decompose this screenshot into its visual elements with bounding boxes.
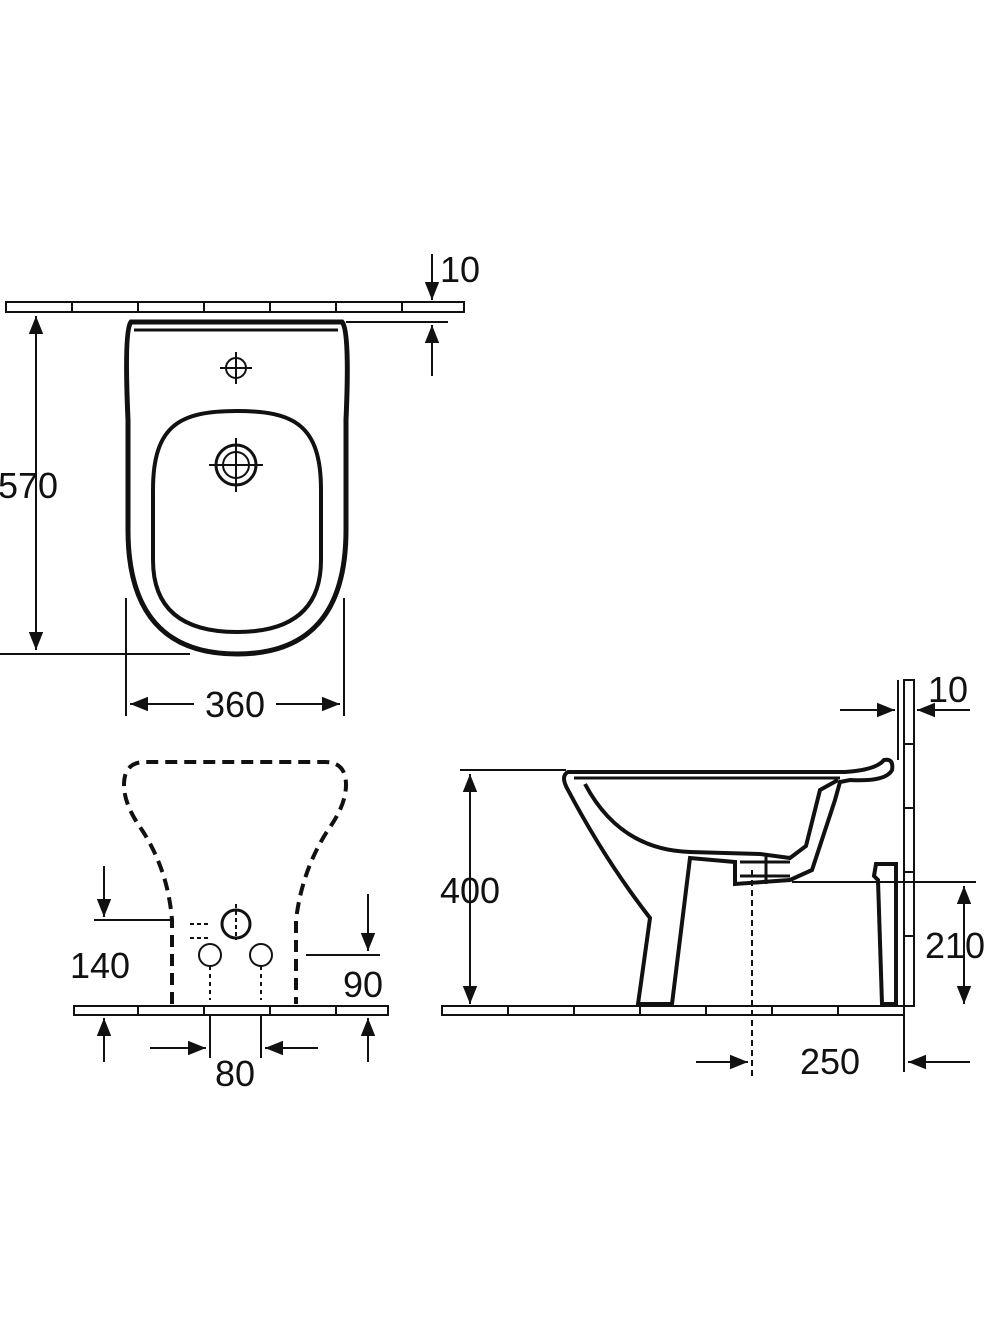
dimension-connection-height-label: 90 xyxy=(343,964,383,1005)
dimension-outlet-height-label: 210 xyxy=(925,925,985,966)
front-view: 140 90 80 xyxy=(70,760,389,1094)
wall-strip-side xyxy=(903,679,915,1007)
dimension-depth-label: 570 xyxy=(0,465,58,506)
floor-strip-side xyxy=(441,1005,905,1016)
side-view: 400 210 10 250 xyxy=(440,669,985,1082)
dimension-top-wall-gap: 10 xyxy=(346,249,480,376)
dimension-side-wall-gap: 10 xyxy=(840,669,970,760)
valve-hole-left-icon xyxy=(198,943,222,967)
dimension-inlet-height-label: 140 xyxy=(70,945,130,986)
wall-strip-top xyxy=(5,301,465,313)
dimension-depth: 570 xyxy=(0,316,190,655)
valve-hole-right-icon xyxy=(249,943,273,967)
wall-bracket xyxy=(871,862,898,1006)
dimension-connection-spacing-label: 80 xyxy=(215,1053,255,1094)
dimension-width-label: 360 xyxy=(205,684,265,725)
dimension-connection-spacing: 80 xyxy=(150,1016,318,1094)
dimension-outlet-depth: 250 xyxy=(696,870,970,1082)
bowl-outline xyxy=(151,408,323,635)
inlet-hole-icon xyxy=(220,908,252,940)
connection-holes xyxy=(190,904,273,1000)
dimension-connection-height: 90 xyxy=(306,894,383,1062)
drain-symbol xyxy=(209,438,263,492)
dimension-top-wall-gap-label: 10 xyxy=(440,249,480,290)
bidet-outline-front xyxy=(121,760,349,1004)
dimension-outlet-height: 210 xyxy=(792,881,985,1004)
tap-hole-symbol xyxy=(220,352,252,384)
dimension-side-wall-gap-label: 10 xyxy=(928,669,968,710)
bidet-section-side xyxy=(562,757,898,1006)
dimension-height-label: 400 xyxy=(440,870,500,911)
top-view: 570 360 10 xyxy=(0,249,480,725)
dimension-inlet-height: 140 xyxy=(70,866,170,1062)
bidet-outline-top xyxy=(124,319,350,657)
dimension-outlet-depth-label: 250 xyxy=(800,1041,860,1082)
dimension-width: 360 xyxy=(125,598,345,725)
floor-strip-front xyxy=(73,1005,389,1016)
dimension-height: 400 xyxy=(440,769,566,1004)
